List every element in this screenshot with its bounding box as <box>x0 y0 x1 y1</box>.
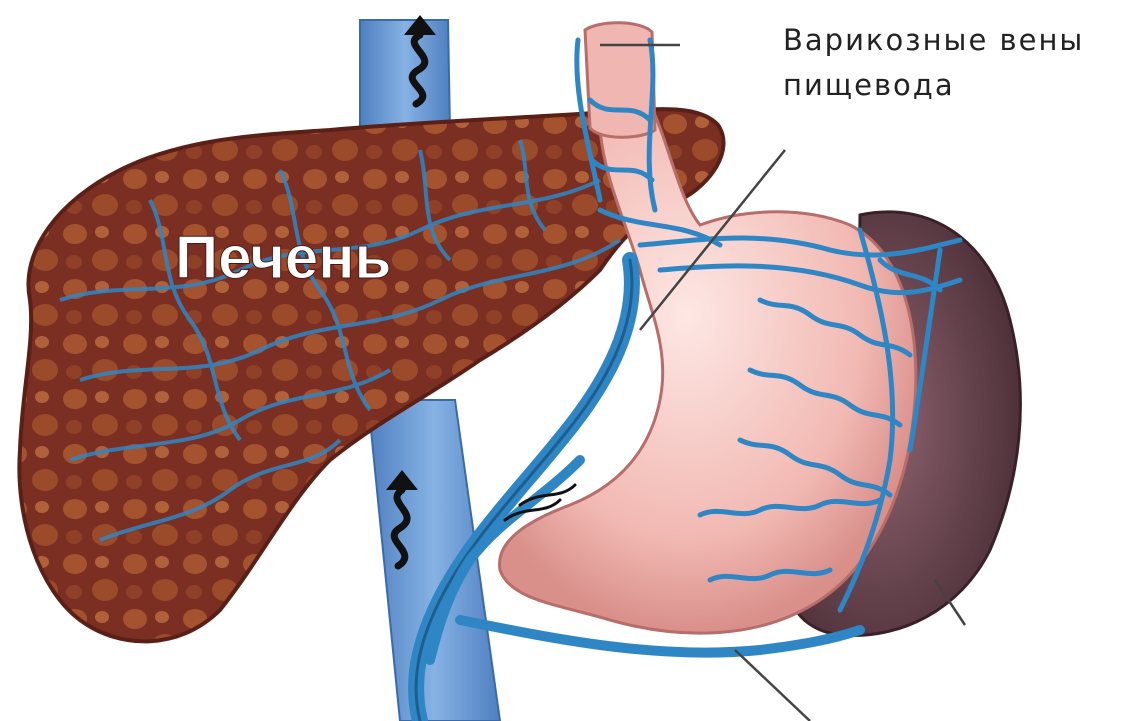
label-esophageal-varices-line2: пищевода <box>783 68 955 102</box>
label-liver: Печень <box>175 224 391 291</box>
label-esophageal-varices-line1: Варикозные вены <box>783 23 1084 57</box>
esophagus <box>585 23 655 138</box>
bottom-leader-line <box>735 650 810 721</box>
